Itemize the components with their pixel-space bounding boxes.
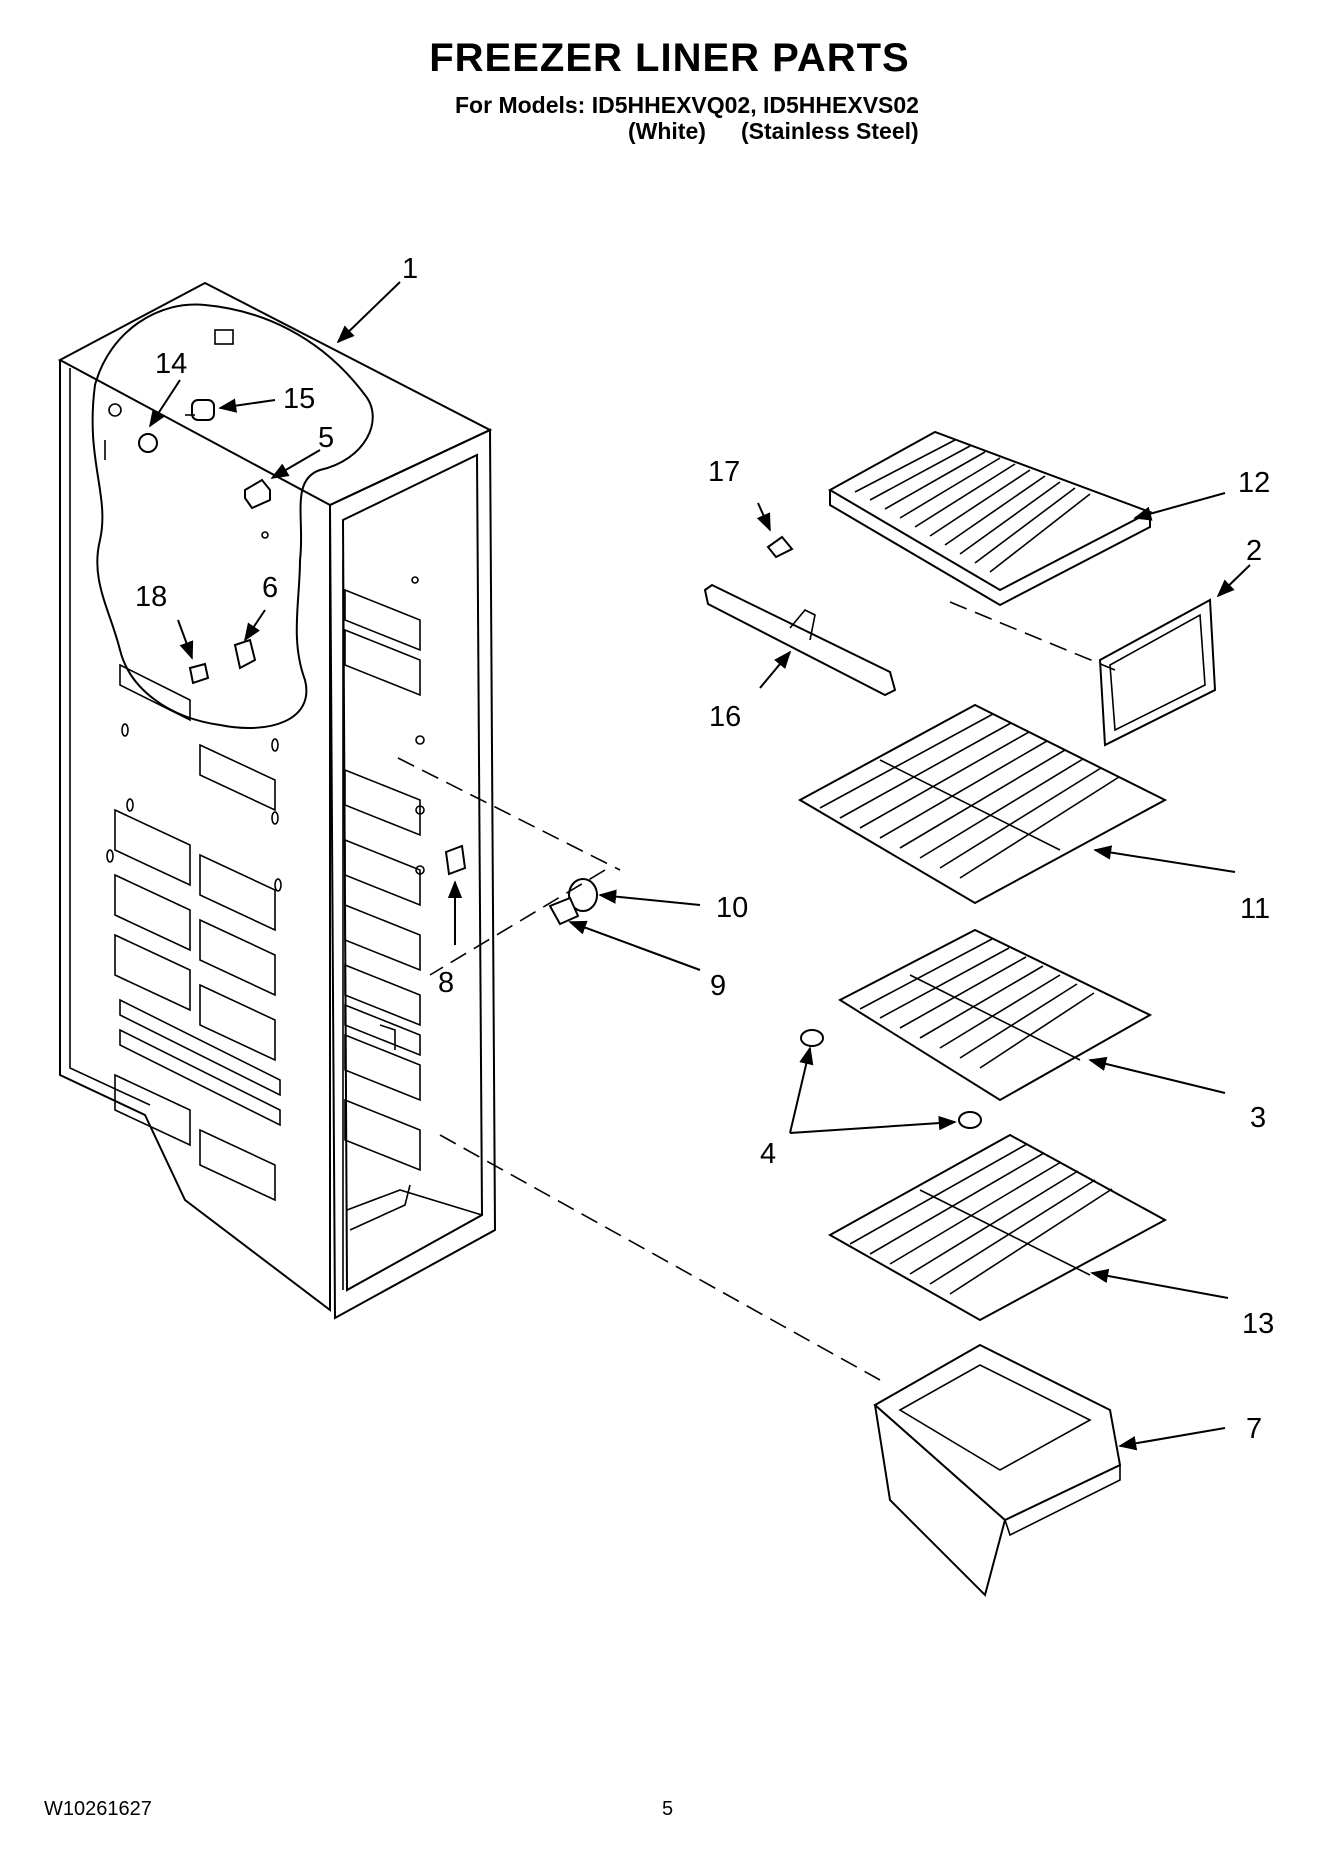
callout-1: 1 (402, 253, 418, 285)
callout-7: 7 (1246, 1413, 1262, 1445)
ice-shelf-part-12 (827, 430, 1153, 607)
freezer-bin-part-7 (873, 1343, 1122, 1597)
callout-2: 2 (1246, 535, 1262, 567)
bracket-part-16 (703, 583, 897, 697)
models-line: For Models: ID5HHEXVQ02, ID5HHEXVS02 (455, 92, 919, 118)
bracket-part-8 (444, 844, 467, 876)
shelf-front-part-2 (1098, 598, 1217, 747)
callout-4: 4 (760, 1138, 776, 1170)
callout-12: 12 (1238, 467, 1270, 499)
screw-part-18 (188, 662, 210, 685)
callout-6: 6 (262, 572, 278, 604)
variant-white-label: (White) (628, 118, 706, 144)
variant-stainless-label: (Stainless Steel) (741, 118, 919, 144)
callout-14: 14 (155, 348, 187, 380)
document-number: W10261627 (44, 1798, 152, 1820)
callout-9: 9 (710, 970, 726, 1002)
callout-3: 3 (1250, 1102, 1266, 1134)
leader-arrows (149, 281, 1251, 1451)
clip-part-6 (233, 638, 257, 670)
callout-13: 13 (1242, 1308, 1274, 1340)
shelf-stop-part-4 (800, 1029, 982, 1129)
roller-part-9 (548, 896, 580, 926)
callout-8: 8 (438, 967, 454, 999)
wire-shelf-part-3 (837, 928, 1153, 1102)
socket-part-15 (185, 399, 215, 421)
callout-15: 15 (283, 383, 315, 415)
callout-5: 5 (318, 422, 334, 454)
wire-shelf-part-11 (797, 703, 1168, 905)
page-number: 5 (662, 1798, 674, 1820)
wire-shelf-part-13 (827, 1133, 1168, 1322)
callout-16: 16 (709, 701, 741, 733)
callout-17: 17 (708, 456, 740, 488)
callout-10: 10 (716, 892, 748, 924)
light-bulb-part-14 (138, 433, 158, 453)
callout-18: 18 (135, 581, 167, 613)
clip-part-5 (244, 478, 271, 510)
page-title: FREEZER LINER PARTS (429, 36, 910, 80)
freezer-liner-part (57, 281, 497, 1320)
screw-part-17 (766, 535, 794, 559)
callout-11: 11 (1240, 893, 1270, 925)
